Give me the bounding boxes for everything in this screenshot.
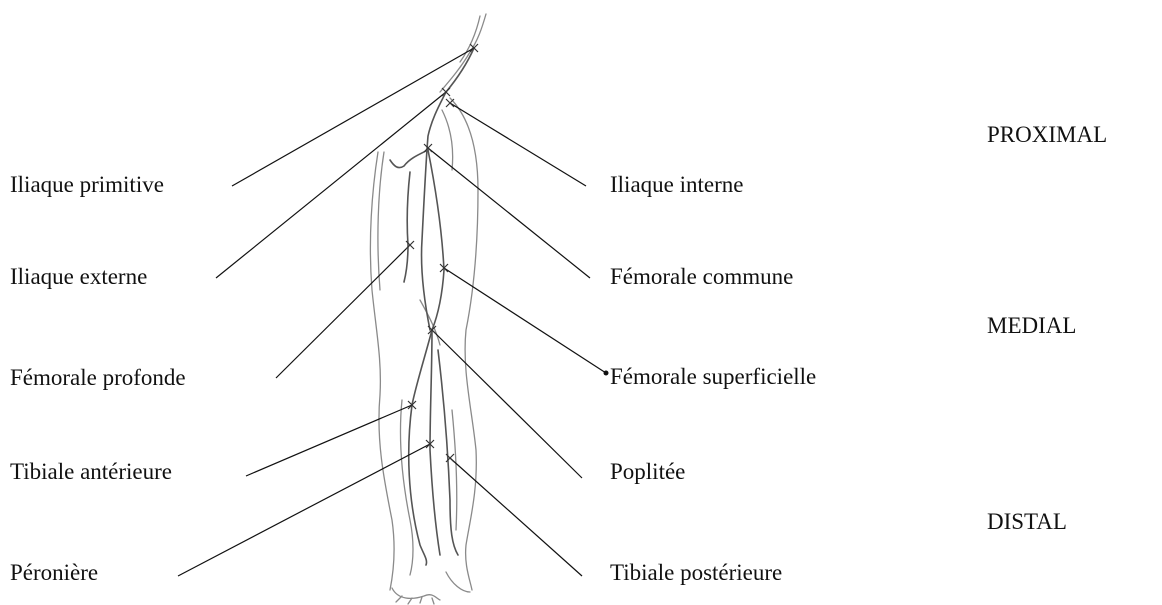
leader-end-dot xyxy=(604,371,609,376)
label-tibiale-posterieure: Tibiale postérieure xyxy=(610,560,782,586)
junction-markers xyxy=(406,44,478,462)
label-iliaque-interne: Iliaque interne xyxy=(610,172,743,198)
leader-poplitee xyxy=(432,330,582,478)
leader-peroniere xyxy=(178,444,430,576)
label-femorale-commune: Fémorale commune xyxy=(610,264,793,290)
leader-iliaque-externe xyxy=(216,92,446,278)
label-femorale-superficielle: Fémorale superficielle xyxy=(610,364,816,390)
leader-tibiale-posterieure xyxy=(450,458,582,576)
label-poplitee: Poplitée xyxy=(610,459,685,485)
leader-iliaque-interne xyxy=(450,103,586,186)
level-proximal: PROXIMAL xyxy=(987,122,1107,148)
level-distal: DISTAL xyxy=(987,509,1067,535)
label-femorale-profonde: Fémorale profonde xyxy=(10,365,186,391)
label-iliaque-primitive: Iliaque primitive xyxy=(10,172,164,198)
level-medial: MEDIAL xyxy=(987,313,1076,339)
label-iliaque-externe: Iliaque externe xyxy=(10,264,147,290)
label-peroniere: Péronière xyxy=(10,560,98,586)
artery-tree xyxy=(390,48,474,565)
leader-tibiale-anterieure xyxy=(246,405,412,476)
marker-iliaque-interne xyxy=(446,99,454,107)
label-tibiale-anterieure: Tibiale antérieure xyxy=(10,459,172,485)
leg-outline xyxy=(370,14,486,604)
leader-femorale-profonde xyxy=(276,245,410,378)
leader-lines xyxy=(178,48,606,576)
marker-iliaque-externe xyxy=(442,88,450,96)
leader-iliaque-primitive xyxy=(232,48,474,186)
leader-femorale-commune xyxy=(428,148,590,278)
